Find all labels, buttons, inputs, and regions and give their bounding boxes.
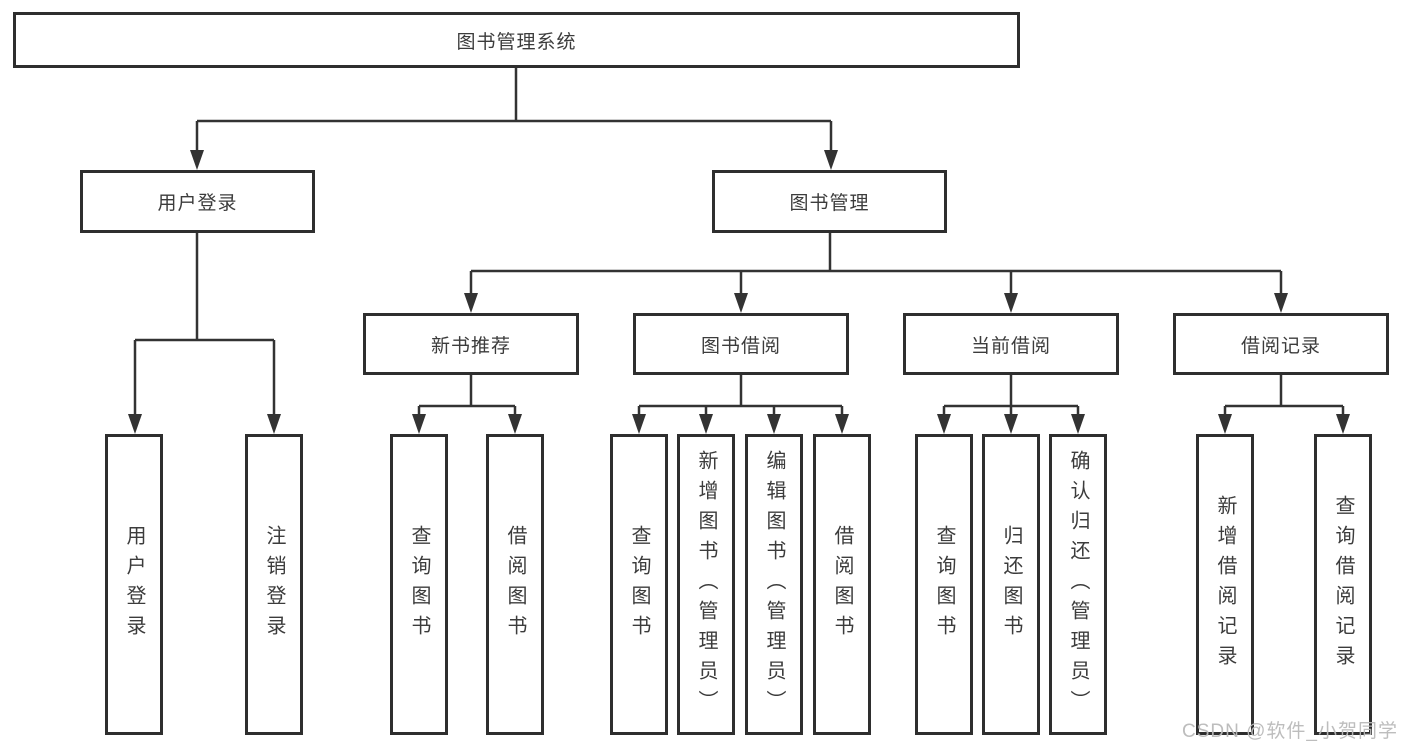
- csdn-watermark: CSDN @软件_小贺同学: [1182, 721, 1398, 742]
- leaf-query-books-current: 查询图书: [915, 434, 973, 735]
- node-book-management: 图书管理: [712, 170, 947, 233]
- leaf-edit-books-admin: 编辑图书（管理员）: [745, 434, 803, 735]
- node-label: 借阅记录: [1240, 335, 1321, 357]
- node-label: 图书管理: [789, 193, 870, 214]
- node-book-borrowing: 图书借阅: [633, 313, 849, 375]
- leaf-user-login: 用户登录: [105, 434, 163, 735]
- node-label: 注销登录: [263, 524, 285, 645]
- leaf-confirm-return-admin: 确认归还（管理员）: [1049, 434, 1107, 735]
- leaf-query-borrow-record: 查询借阅记录: [1314, 434, 1372, 735]
- node-current-borrowing: 当前借阅: [903, 313, 1119, 375]
- node-label: 用户登录: [157, 193, 238, 214]
- node-label: 新增图书（管理员）: [695, 449, 717, 720]
- leaf-add-books-admin: 新增图书（管理员）: [677, 434, 735, 735]
- node-label: 借阅图书: [504, 524, 526, 645]
- leaf-borrow-books-recommend: 借阅图书: [486, 434, 544, 735]
- node-user-login: 用户登录: [80, 170, 315, 233]
- leaf-query-books-borrowing: 查询图书: [610, 434, 668, 735]
- leaf-borrow-books-borrowing: 借阅图书: [813, 434, 871, 735]
- node-label: 查询图书: [628, 524, 650, 645]
- node-label: 当前借阅: [970, 335, 1051, 357]
- leaf-add-borrow-record: 新增借阅记录: [1196, 434, 1254, 735]
- leaf-logout-login: 注销登录: [245, 434, 303, 735]
- leaf-query-books-recommend: 查询图书: [390, 434, 448, 735]
- node-borrowing-records: 借阅记录: [1173, 313, 1389, 375]
- node-label: 新增借阅记录: [1214, 494, 1236, 675]
- node-label: 图书管理系统: [456, 31, 577, 53]
- node-label: 归还图书: [1000, 524, 1022, 645]
- node-label: 编辑图书（管理员）: [763, 449, 785, 720]
- node-label: 用户登录: [123, 524, 145, 645]
- node-label: 新书推荐: [430, 335, 511, 357]
- node-label: 查询借阅记录: [1332, 494, 1354, 675]
- node-label: 图书借阅: [700, 335, 781, 357]
- node-label: 查询图书: [933, 524, 955, 645]
- node-label: 确认归还（管理员）: [1067, 449, 1089, 720]
- node-root-system: 图书管理系统: [13, 12, 1020, 68]
- node-label: 借阅图书: [831, 524, 853, 645]
- node-label: 查询图书: [408, 524, 430, 645]
- leaf-return-books: 归还图书: [982, 434, 1040, 735]
- node-new-book-recommend: 新书推荐: [363, 313, 579, 375]
